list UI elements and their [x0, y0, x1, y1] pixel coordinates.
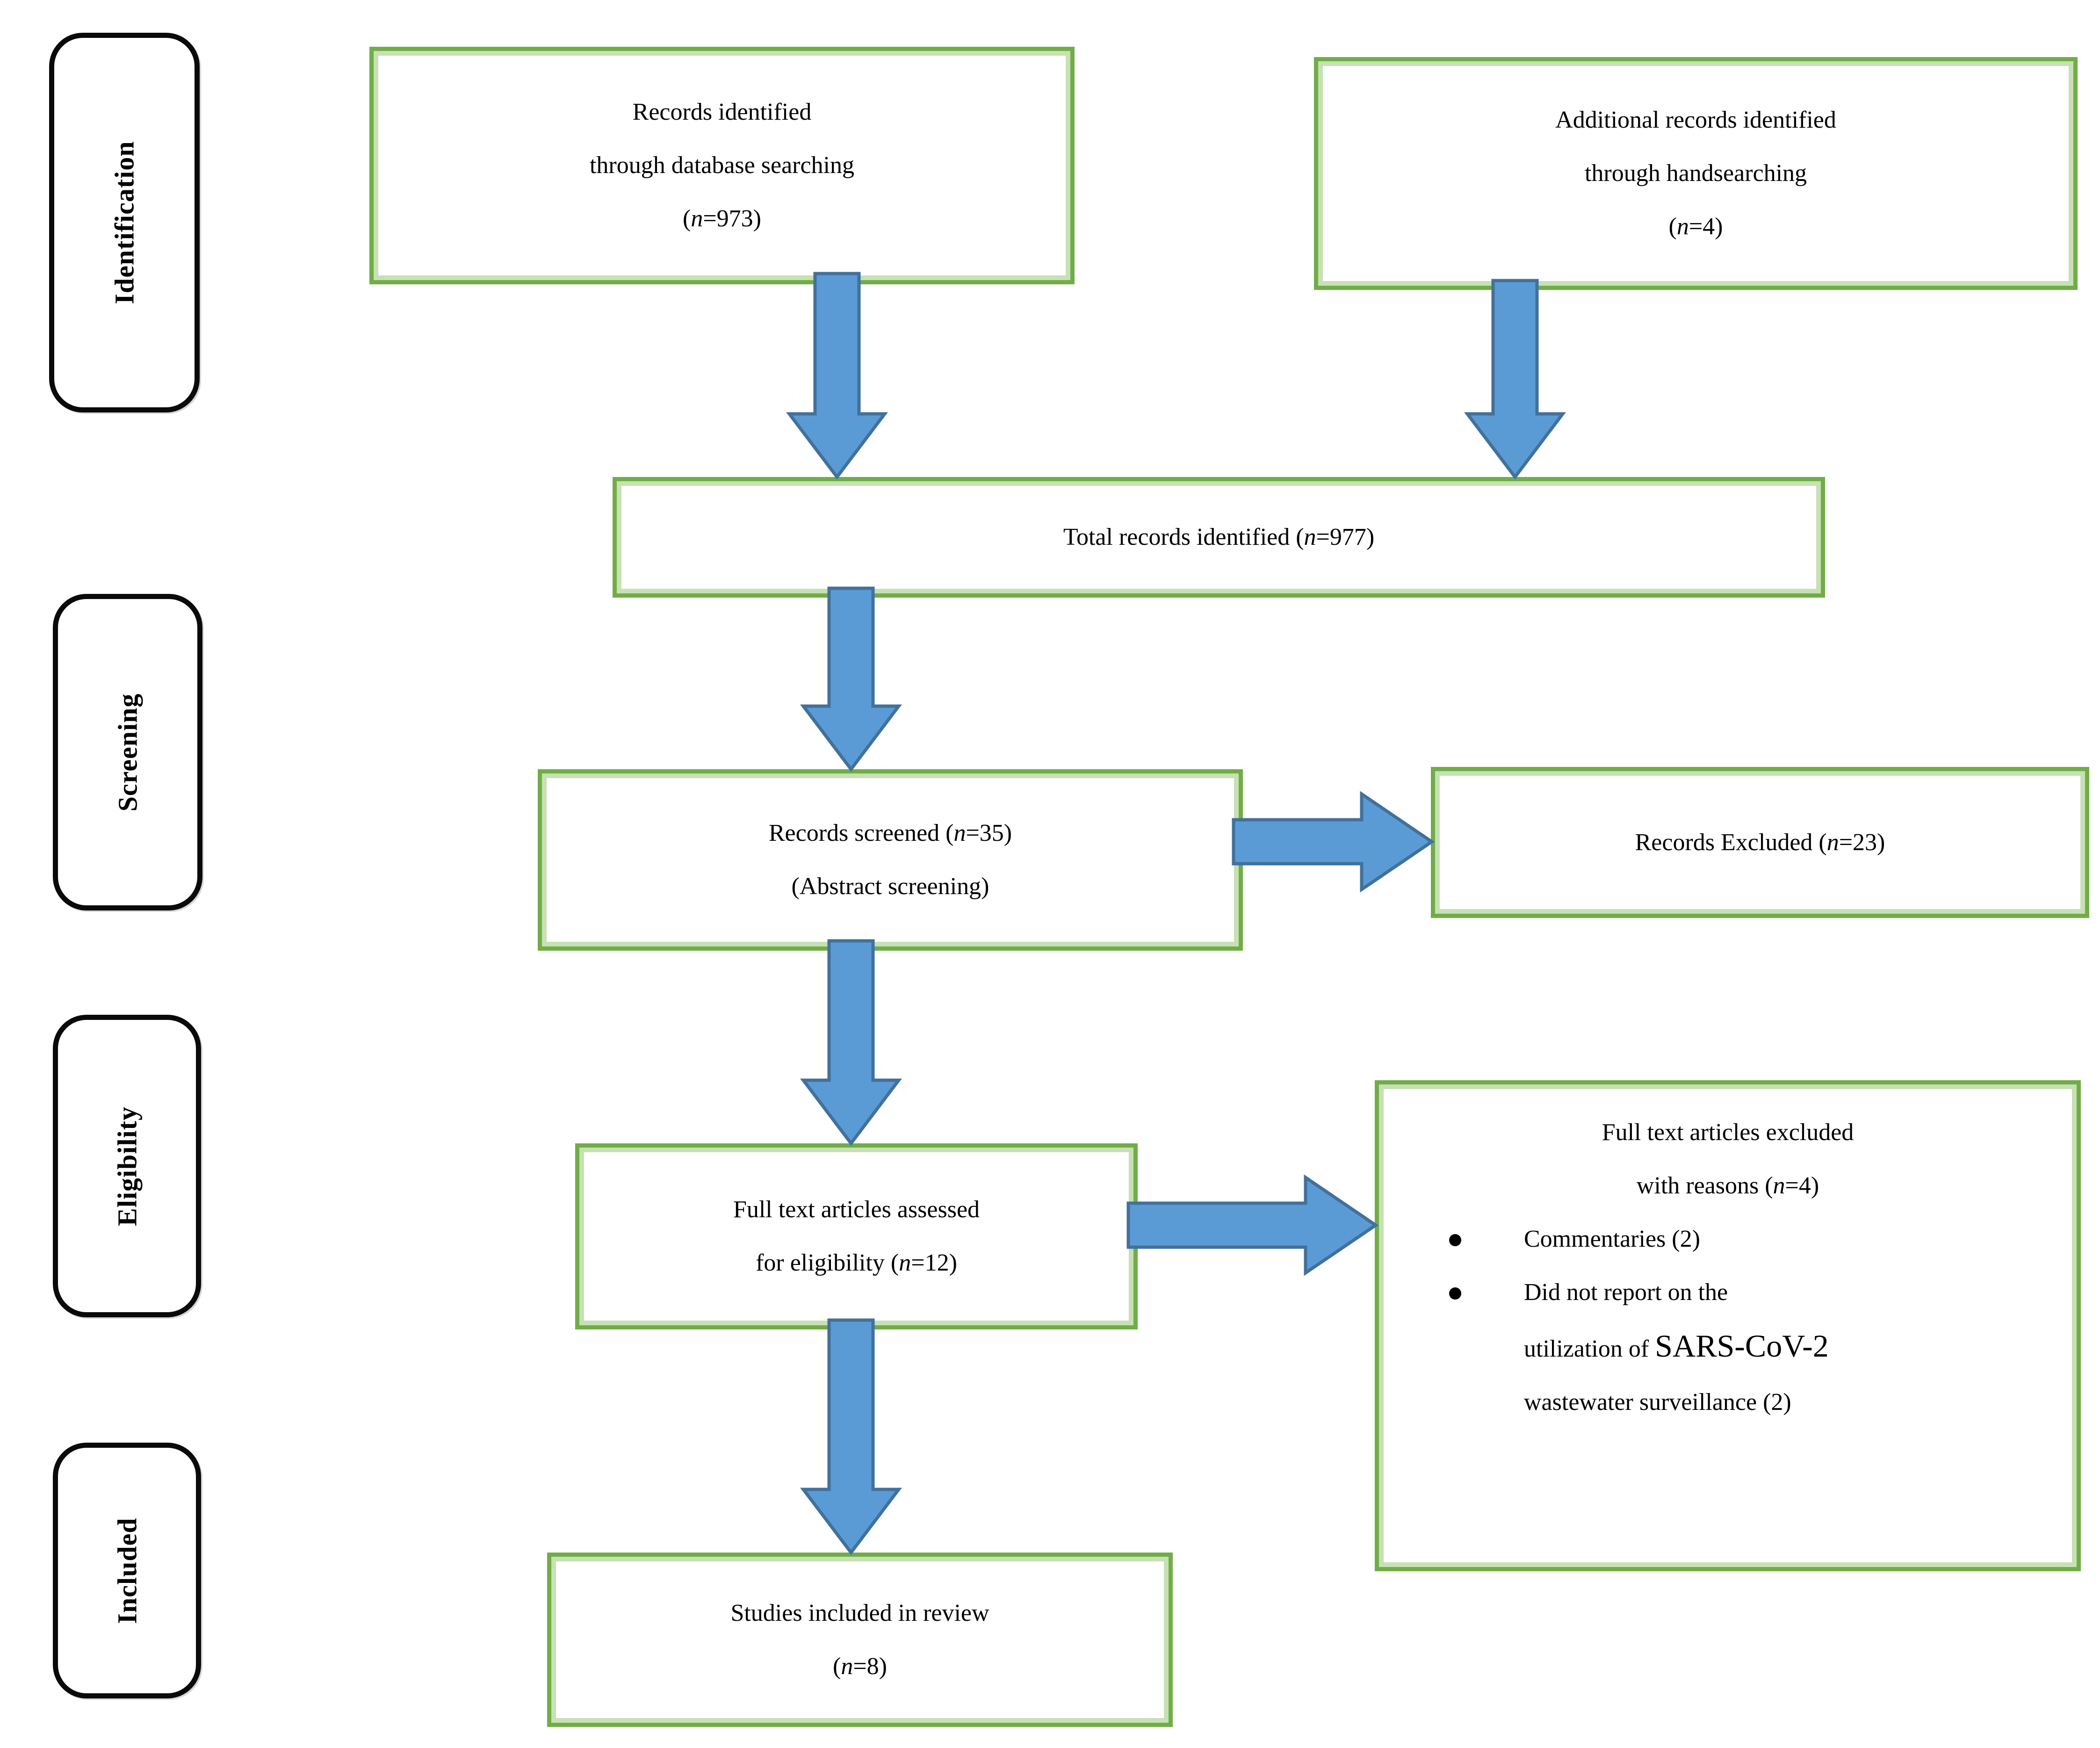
arrow-total-to-screened-icon	[800, 586, 902, 772]
box-studies-included: Studies included in review (n=8)	[547, 1553, 1173, 1727]
box-additional-records-handsearching-text: Additional records identified through han…	[1555, 94, 1836, 253]
text-line: utilization of SARS-CoV-2	[1524, 1328, 1829, 1364]
excluded-reasons-list: Commentaries (2) Did not report on the uti…	[1402, 1213, 2053, 1429]
text-line: with reasons (n=4)	[1636, 1172, 1819, 1199]
arrow-assessed-to-included-icon	[800, 1318, 902, 1555]
box-full-text-assessed-text: Full text articles assessed for eligibili…	[733, 1183, 980, 1290]
box-records-screened-text: Records screened (n=35) (Abstract screeni…	[769, 807, 1012, 913]
text-line: Records screened (n=35)	[768, 820, 1012, 846]
text-line: Records Excluded (n=23)	[1635, 829, 1885, 856]
stage-label-eligibility-text: Eligibility	[112, 1106, 142, 1226]
box-records-identified-database: Records identified through database searc…	[369, 47, 1075, 284]
text-line: Records identified	[632, 99, 812, 125]
arrow-assessed-to-reasons-icon	[1126, 1174, 1379, 1276]
text-line: Did not report on the	[1524, 1279, 1728, 1306]
box-full-text-assessed: Full text articles assessed for eligibili…	[575, 1143, 1138, 1329]
box-studies-included-text: Studies included in review (n=8)	[730, 1587, 989, 1693]
box-records-excluded-text: Records Excluded (n=23)	[1635, 816, 1885, 869]
text-line: Full text articles excluded	[1602, 1119, 1854, 1146]
text-line: Total records identified (n=977)	[1063, 524, 1375, 550]
text-line: through database searching	[589, 152, 854, 179]
text-line: Commentaries (2)	[1524, 1226, 1700, 1252]
box-total-records-identified-text: Total records identified (n=977)	[1063, 511, 1374, 564]
text-line: Additional records identified	[1555, 107, 1836, 133]
text-line: (Abstract screening)	[791, 873, 989, 900]
text-line: (n=4)	[1668, 213, 1723, 240]
excluded-reason-item: Did not report on the utilization of SARS…	[1421, 1266, 2053, 1429]
box-records-identified-database-text: Records identified through database searc…	[590, 86, 854, 246]
stage-label-included-text: Included	[112, 1517, 142, 1624]
text-line: through handsearching	[1584, 160, 1807, 187]
text-line: for eligibility (n=12)	[756, 1250, 957, 1276]
box-additional-records-handsearching: Additional records identified through han…	[1314, 57, 2078, 290]
stage-label-screening: Screening	[53, 594, 202, 910]
arrow-database-to-total-icon	[786, 272, 888, 480]
stage-label-screening-text: Screening	[112, 693, 143, 811]
text-line: (n=8)	[833, 1653, 887, 1680]
box-total-records-identified: Total records identified (n=977)	[613, 477, 1825, 598]
text-line: wastewater surveillance (2)	[1524, 1389, 1791, 1416]
stage-label-identification-text: Identification	[109, 141, 140, 304]
text-line: Studies included in review	[730, 1599, 989, 1626]
excluded-reason-item: Commentaries (2)	[1421, 1213, 2053, 1266]
arrow-screened-to-excluded-icon	[1232, 791, 1435, 893]
arrow-handsearching-to-total-icon	[1464, 279, 1566, 480]
text-line: (n=973)	[683, 205, 761, 232]
stage-label-included: Included	[53, 1443, 201, 1698]
stage-label-identification: Identification	[49, 33, 200, 412]
box-records-excluded: Records Excluded (n=23)	[1431, 767, 2089, 918]
box-full-text-excluded-heading: Full text articles excluded with reasons …	[1602, 1106, 1854, 1213]
arrow-screened-to-assessed-icon	[800, 939, 902, 1146]
box-full-text-excluded-reasons: Full text articles excluded with reasons …	[1375, 1080, 2081, 1571]
box-records-screened: Records screened (n=35) (Abstract screeni…	[538, 769, 1243, 951]
text-line: Full text articles assessed	[733, 1196, 980, 1223]
stage-label-eligibility: Eligibility	[53, 1015, 201, 1317]
